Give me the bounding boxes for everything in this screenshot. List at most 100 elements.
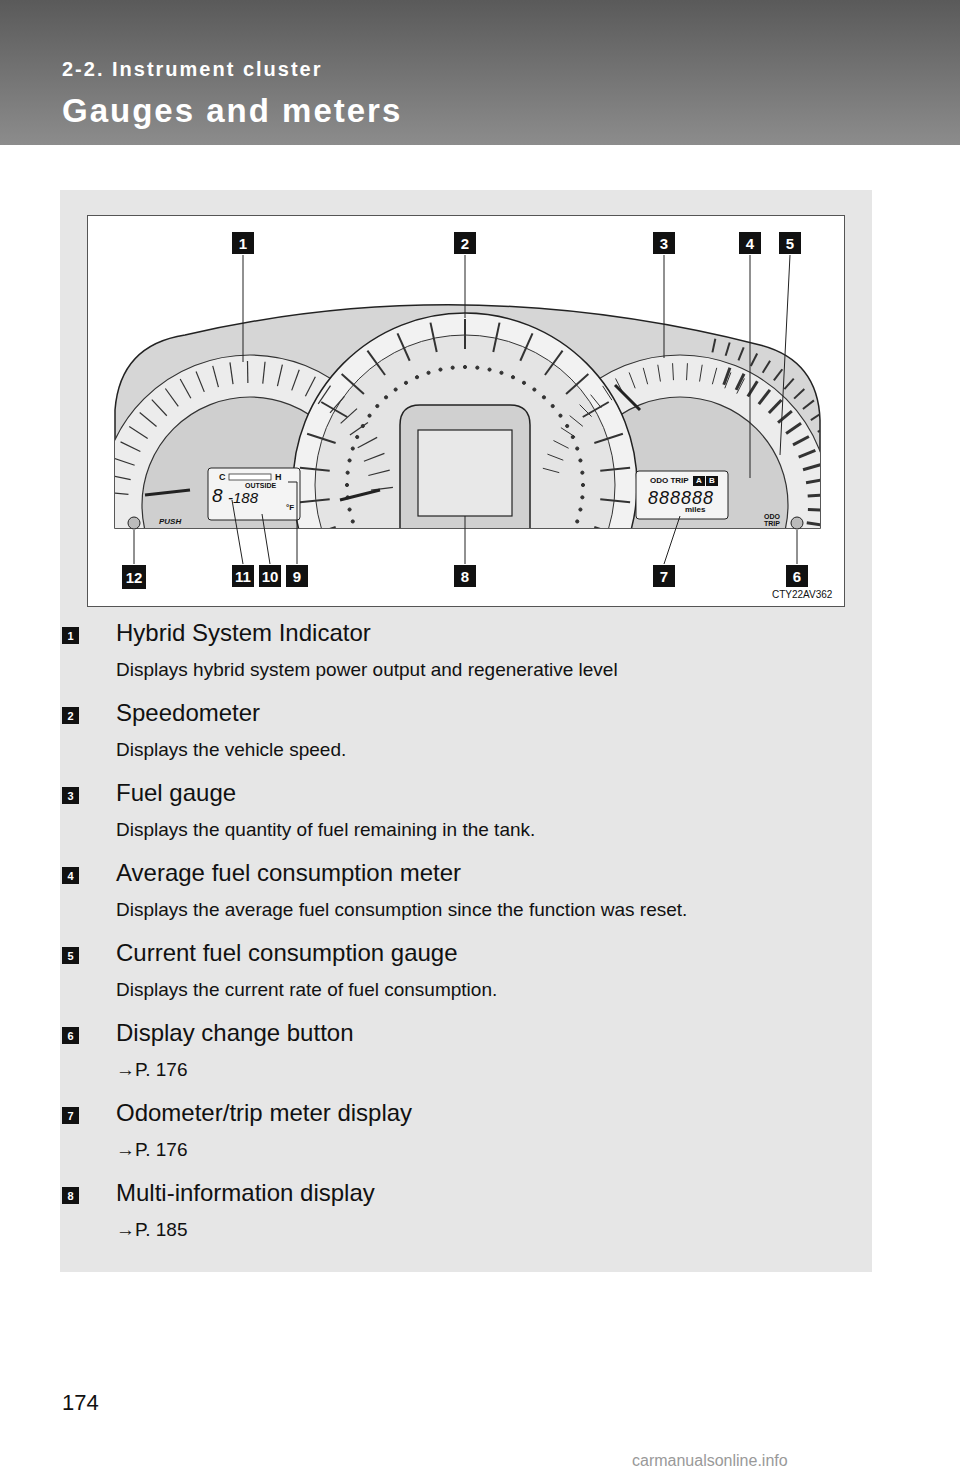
tick-mark [724,368,730,385]
tick-mark [570,416,583,427]
tick-mark [751,354,757,366]
tick-mark [307,434,336,443]
tick-dot [394,388,397,391]
callout-text: 1 [67,630,73,642]
tick-mark [350,422,368,435]
item-heading: Current fuel consumption gauge [116,939,458,967]
temp-bar [229,474,271,480]
callout-text: 8 [461,568,469,585]
callout-number: 7 [62,1107,79,1124]
figure-code: CTY22AV362 [772,589,832,601]
callout-text: 3 [660,235,668,252]
tick-mark [594,434,623,443]
item-heading: Fuel gauge [116,779,236,807]
tick-mark [292,370,300,391]
odo-trip-button-label: ODO TRIP [762,513,782,527]
tick-mark [712,339,715,353]
tick-mark [748,381,758,396]
tick-mark [658,365,661,382]
leader-lines [134,255,797,564]
tick-mark [566,374,588,394]
tick-mark [834,481,848,483]
outside-label: OUTSIDE [245,482,276,490]
tick-mark [835,524,849,526]
tick-mark [591,395,602,408]
callout-number: 1 [62,627,79,644]
tick-mark [140,412,157,426]
tick-mark [196,371,204,391]
tick-mark [832,467,846,470]
callout-text: 5 [786,235,794,252]
tick-mark [818,425,830,432]
item-heading: Odometer/trip meter display [116,1099,412,1127]
tick-dot [542,396,545,399]
tick-mark [784,379,793,389]
tick-dot [463,365,466,368]
callout-number: 8 [454,565,476,587]
tick-mark [230,362,233,384]
tick-dot [551,404,554,407]
tick-mark [561,428,575,437]
tick-dot [415,376,418,379]
item-heading: Hybrid System Indicator [116,619,371,647]
tick-mark [643,368,647,384]
tick-dot [571,531,574,534]
tick-mark [553,441,568,449]
tick-dot [356,435,359,438]
tick-dot [581,483,584,486]
tick-mark [726,342,730,355]
page-reference: →P. 185 [116,1219,187,1241]
tick-dot [476,366,479,369]
tick-mark [129,427,147,439]
miles-unit: miles [685,505,705,514]
tick-dot [351,447,354,450]
hot-mark: H [275,472,282,482]
item-description: Displays the current rate of fuel consum… [116,979,497,1001]
callout-text: 11 [235,568,251,585]
tick-dot [384,396,387,399]
tick-mark [603,386,612,400]
tick-mark [806,480,824,483]
page-title: Gauges and meters [62,92,402,130]
multi-info-housing [400,405,530,528]
tick-mark [247,361,249,383]
tick-mark [464,319,466,349]
tick-dot [559,414,562,417]
callout-number: 7 [653,565,675,587]
tick-mark [803,465,820,470]
tick-mark [263,362,265,384]
section-heading: 2-2. Instrument cluster [62,58,323,81]
trip-a: A [696,476,702,485]
tick-mark [600,468,630,471]
tick-mark [828,452,841,456]
tick-mark [736,374,744,390]
tick-mark [341,409,357,424]
tick-mark [109,475,131,480]
tick-mark [774,369,782,380]
tick-mark [712,368,716,384]
item-heading: Speedometer [116,699,260,727]
tick-dot [361,424,364,427]
tick-dot [511,376,514,379]
page-reference: →P. 176 [116,1059,187,1081]
callout-number: 3 [653,232,675,254]
tick-mark [371,487,393,490]
tick-mark [305,377,315,397]
callout-text: 6 [67,1030,73,1042]
tick-dot [376,404,379,407]
callout-text: 8 [67,1190,73,1202]
tick-mark [759,390,770,404]
tick-mark [808,508,826,512]
tick-mark [811,412,823,420]
tick-dot [581,496,584,499]
tick-mark [180,379,191,398]
item-description: Displays hybrid system power output and … [116,659,618,681]
tick-mark [600,499,630,502]
item-heading: Display change button [116,1019,354,1047]
tick-mark [358,437,377,447]
tick-mark [397,333,409,360]
tick-dot [581,471,584,474]
tick-mark [364,453,385,461]
callout-number: 12 [122,565,146,589]
watermark: carmanualsonline.info [632,1452,788,1470]
